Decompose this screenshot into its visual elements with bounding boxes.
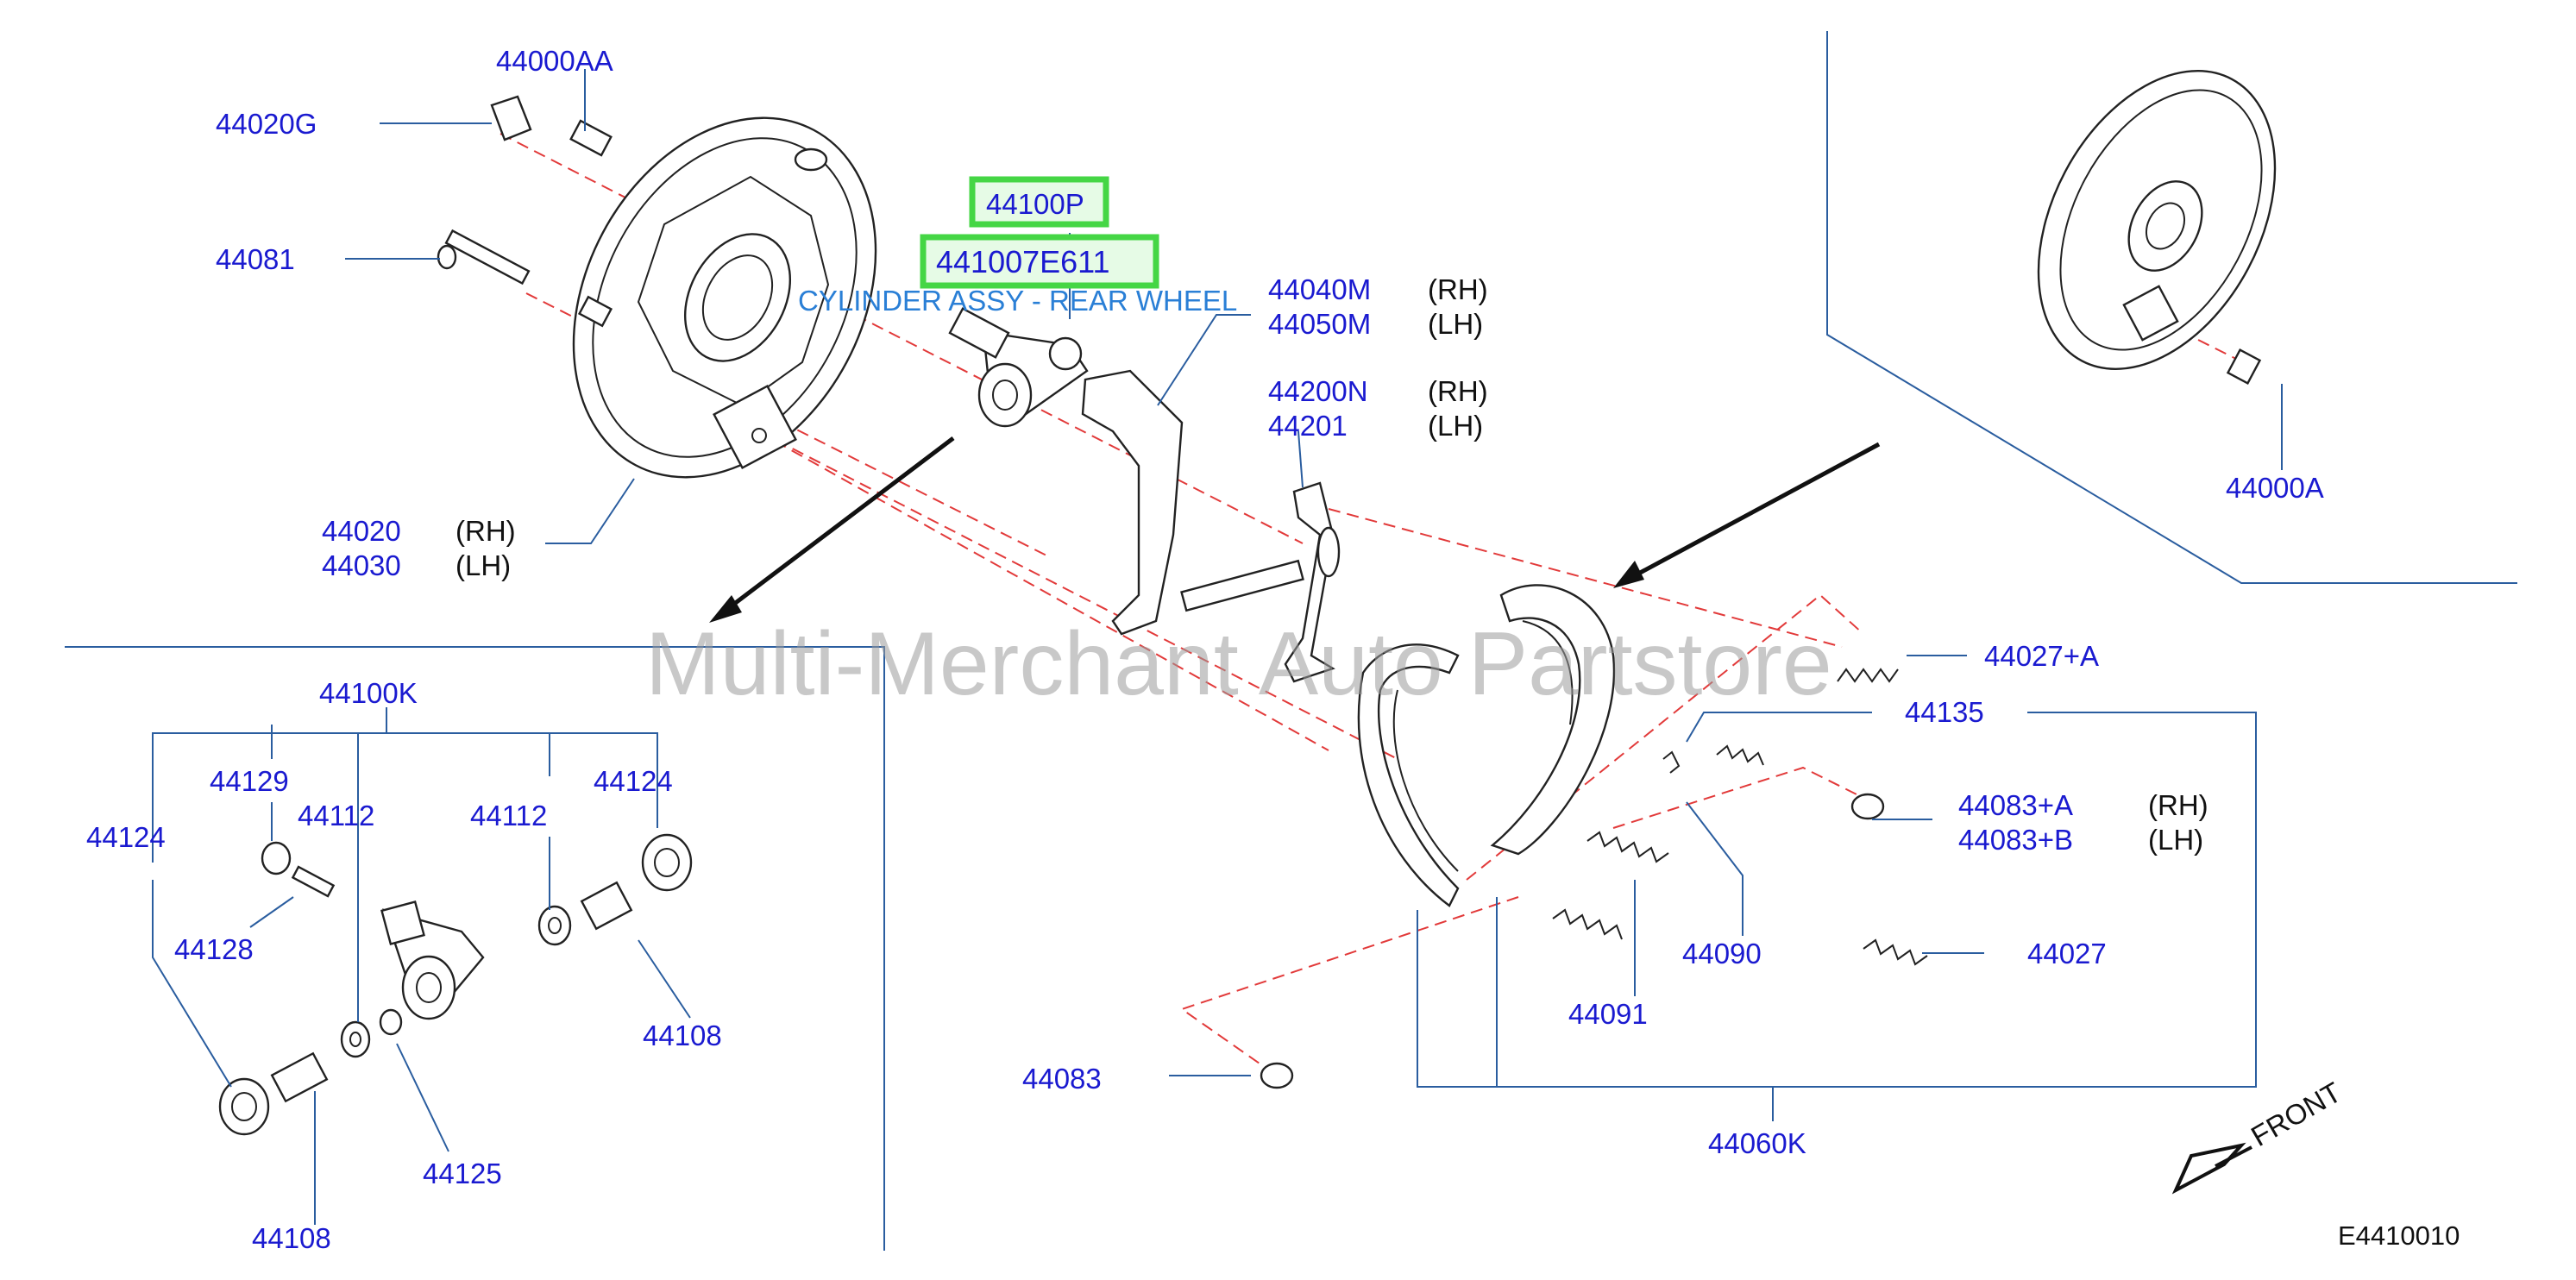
brake-shoes [1357, 584, 1616, 907]
side-rh-44083A: (RH) [2148, 789, 2208, 821]
label-44108-right[interactable]: 44108 [643, 1020, 722, 1051]
front-label: FRONT [2246, 1076, 2347, 1152]
label-44128[interactable]: 44128 [174, 933, 254, 965]
label-44091[interactable]: 44091 [1568, 998, 1648, 1030]
label-44125[interactable]: 44125 [423, 1158, 502, 1189]
highlighted-part[interactable]: 44100P 441007E611 CYLINDER ASSY - REAR W… [798, 176, 1237, 317]
label-44081[interactable]: 44081 [216, 243, 295, 275]
label-44112-left[interactable]: 44112 [298, 800, 374, 831]
label-44027A[interactable]: 44027+A [1984, 640, 2099, 672]
small-hardware [437, 95, 613, 328]
label-44030[interactable]: 44030 [322, 549, 401, 581]
highlight-description: CYLINDER ASSY - REAR WHEEL [798, 285, 1237, 317]
label-44200N[interactable]: 44200N [1268, 375, 1368, 407]
label-44124-left[interactable]: 44124 [86, 821, 166, 853]
label-44083A[interactable]: 44083+A [1958, 789, 2073, 821]
label-44000A[interactable]: 44000A [2226, 472, 2324, 504]
label-44027[interactable]: 44027 [2027, 938, 2107, 969]
label-44135[interactable]: 44135 [1905, 696, 1984, 728]
label-44050M[interactable]: 44050M [1268, 308, 1371, 340]
part-labels: 44000AA 44020G 44081 44020 44030 44040M … [86, 45, 2324, 1254]
highlight-box-part-top[interactable] [969, 176, 1109, 228]
parking-lever [1180, 481, 1341, 683]
label-44124-right[interactable]: 44124 [594, 765, 673, 797]
springs [1260, 668, 1928, 1089]
side-labels: (RH) (LH) (RH) (LH) (RH) (LH) (RH) (LH) [456, 273, 2208, 856]
assembled-drum [2037, 70, 2277, 385]
front-arrow-icon [2171, 1142, 2246, 1195]
side-rh-44020: (RH) [456, 515, 516, 547]
label-44129[interactable]: 44129 [210, 765, 289, 797]
label-44000AA[interactable]: 44000AA [496, 45, 613, 77]
side-lh-44201: (LH) [1428, 410, 1483, 442]
inset-frames [65, 31, 2517, 1251]
label-44100K[interactable]: 44100K [319, 677, 418, 709]
backing-plate [572, 116, 877, 479]
front-indicator: FRONT [2171, 1076, 2347, 1195]
label-44040M[interactable]: 44040M [1268, 273, 1371, 305]
highlight-part-main-label[interactable]: 441007E611 [936, 244, 1110, 279]
side-rh-44200N: (RH) [1428, 375, 1488, 407]
side-lh-44030: (LH) [456, 549, 511, 581]
label-44060K[interactable]: 44060K [1708, 1127, 1806, 1159]
side-lh-44083B: (LH) [2148, 824, 2203, 856]
watermark: Multi-Merchant Auto Partstore [645, 614, 1832, 714]
label-44020[interactable]: 44020 [322, 515, 401, 547]
label-44020G[interactable]: 44020G [216, 108, 317, 140]
wheel-cylinder [948, 307, 1089, 428]
label-44083B[interactable]: 44083+B [1958, 824, 2073, 856]
label-44112-right[interactable]: 44112 [470, 800, 547, 831]
label-44090[interactable]: 44090 [1682, 938, 1762, 969]
direction-arrows [709, 436, 1881, 623]
label-44083[interactable]: 44083 [1022, 1063, 1102, 1095]
side-rh-44040M: (RH) [1428, 273, 1488, 305]
leader-lines [152, 69, 2283, 1225]
highlight-box-part-main[interactable] [920, 234, 1159, 289]
label-44108-bottom[interactable]: 44108 [252, 1222, 331, 1254]
label-44201[interactable]: 44201 [1268, 410, 1348, 442]
shoe-hold-plate [1081, 369, 1184, 636]
side-lh-44050M: (LH) [1428, 308, 1483, 340]
highlight-part-top-label[interactable]: 44100P [986, 188, 1084, 220]
cylinder-kit-parts [218, 833, 693, 1136]
diagram-code: E4410010 [2338, 1220, 2460, 1251]
